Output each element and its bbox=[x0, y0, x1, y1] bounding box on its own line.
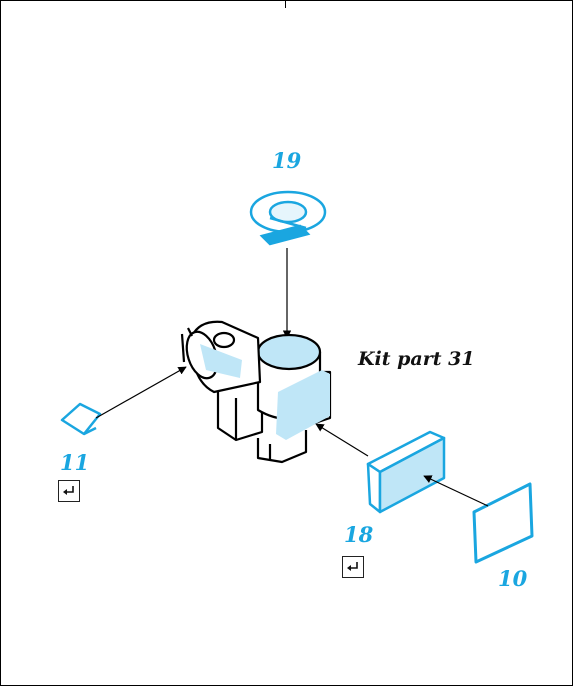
part-19-disc bbox=[249, 190, 327, 246]
return-arrow-box-11 bbox=[58, 480, 80, 502]
part-10-plate bbox=[472, 482, 534, 564]
return-arrow-icon bbox=[63, 486, 74, 495]
arrow-18 bbox=[315, 423, 369, 457]
part-18-label: 18 bbox=[344, 522, 374, 547]
return-arrow-icon bbox=[347, 562, 358, 571]
nozzle-fill bbox=[200, 344, 242, 378]
return-arrow-box-18 bbox=[342, 556, 364, 578]
part-10-label: 10 bbox=[498, 566, 528, 591]
part-19-label: 19 bbox=[272, 148, 302, 173]
side-panel-fill bbox=[276, 370, 330, 440]
arrow-11 bbox=[95, 366, 187, 419]
part-11-pad bbox=[60, 402, 102, 436]
arrow-10 bbox=[423, 475, 489, 507]
kit-part-label: Kit part 31 bbox=[358, 348, 475, 370]
part-18-box bbox=[366, 430, 446, 514]
frame-top-mark bbox=[285, 0, 286, 8]
part-11-label: 11 bbox=[60, 450, 90, 475]
kit-part-31-housing bbox=[180, 320, 332, 464]
